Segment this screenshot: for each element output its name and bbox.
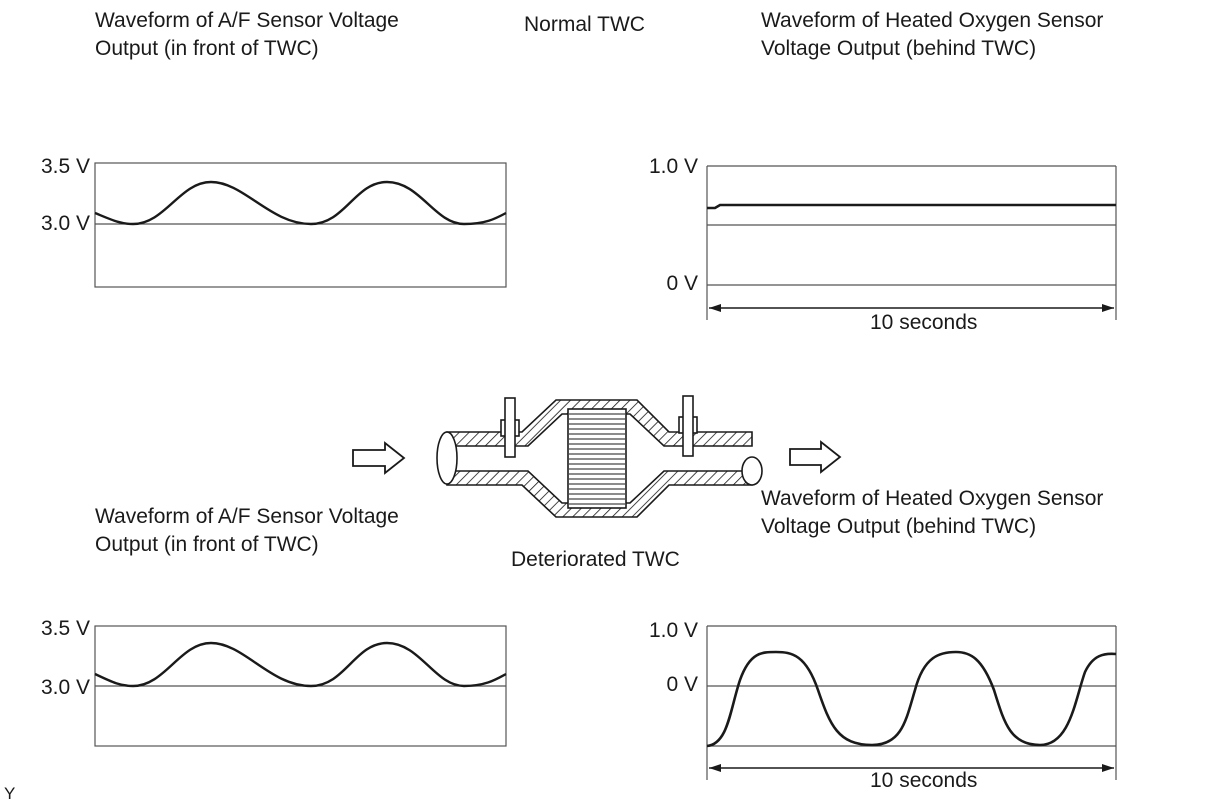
deteriorated-ho2-chart: [706, 625, 1117, 780]
normal-ho2-title-line2: Voltage Output (behind TWC): [761, 37, 1037, 60]
normal-ho2-tick-top: 1.0 V: [648, 155, 698, 178]
outflow-arrow: [789, 440, 842, 474]
normal-ho2-chart: [706, 165, 1117, 320]
normal-af-tick-top: 3.5 V: [40, 155, 90, 178]
deteriorated-ho2-title-line2: Voltage Output (behind TWC): [761, 515, 1037, 538]
inlet-pipe-end: [436, 431, 458, 485]
deteriorated-af-waveform: [94, 641, 507, 688]
catalyst-core-lines: [569, 413, 625, 505]
corner-mark: Y: [4, 784, 16, 803]
deteriorated-ho2-waveform: [706, 650, 1117, 748]
af-sensor-illustration: [500, 397, 520, 458]
deteriorated-af-title-line1: Waveform of A/F Sensor Voltage: [95, 505, 399, 528]
deteriorated-ho2-tick-top: 1.0 V: [648, 619, 698, 642]
deteriorated-af-tick-mid: 3.0 V: [40, 676, 90, 699]
normal-ho2-title-line1: Waveform of Heated Oxygen Sensor: [761, 9, 1104, 32]
normal-twc-label: Normal TWC: [524, 13, 645, 36]
deteriorated-duration-label: 10 seconds: [870, 769, 978, 792]
normal-af-tick-mid: 3.0 V: [40, 212, 90, 235]
outlet-pipe-end: [741, 456, 763, 486]
deteriorated-af-tick-top: 3.5 V: [40, 617, 90, 640]
normal-af-chart: [94, 162, 507, 288]
normal-duration-label: 10 seconds: [870, 311, 978, 334]
converter-upper-wall: [446, 399, 753, 447]
normal-af-waveform: [94, 180, 507, 226]
inflow-arrow: [352, 441, 406, 475]
deteriorated-ho2-title-line1: Waveform of Heated Oxygen Sensor: [761, 487, 1104, 510]
catalytic-converter-illustration: [436, 395, 763, 518]
normal-ho2-waveform: [707, 203, 1116, 210]
normal-af-frame: [94, 162, 507, 288]
deteriorated-af-title-line2: Output (in front of TWC): [95, 533, 319, 556]
deteriorated-af-chart: [94, 625, 507, 747]
normal-af-title-line1: Waveform of A/F Sensor Voltage: [95, 9, 399, 32]
ho2-sensor-illustration: [678, 395, 698, 457]
normal-ho2-tick-zero: 0 V: [666, 272, 698, 295]
normal-af-title-line2: Output (in front of TWC): [95, 37, 319, 60]
deteriorated-ho2-tick-zero: 0 V: [666, 673, 698, 696]
deteriorated-twc-label: Deteriorated TWC: [511, 548, 680, 571]
